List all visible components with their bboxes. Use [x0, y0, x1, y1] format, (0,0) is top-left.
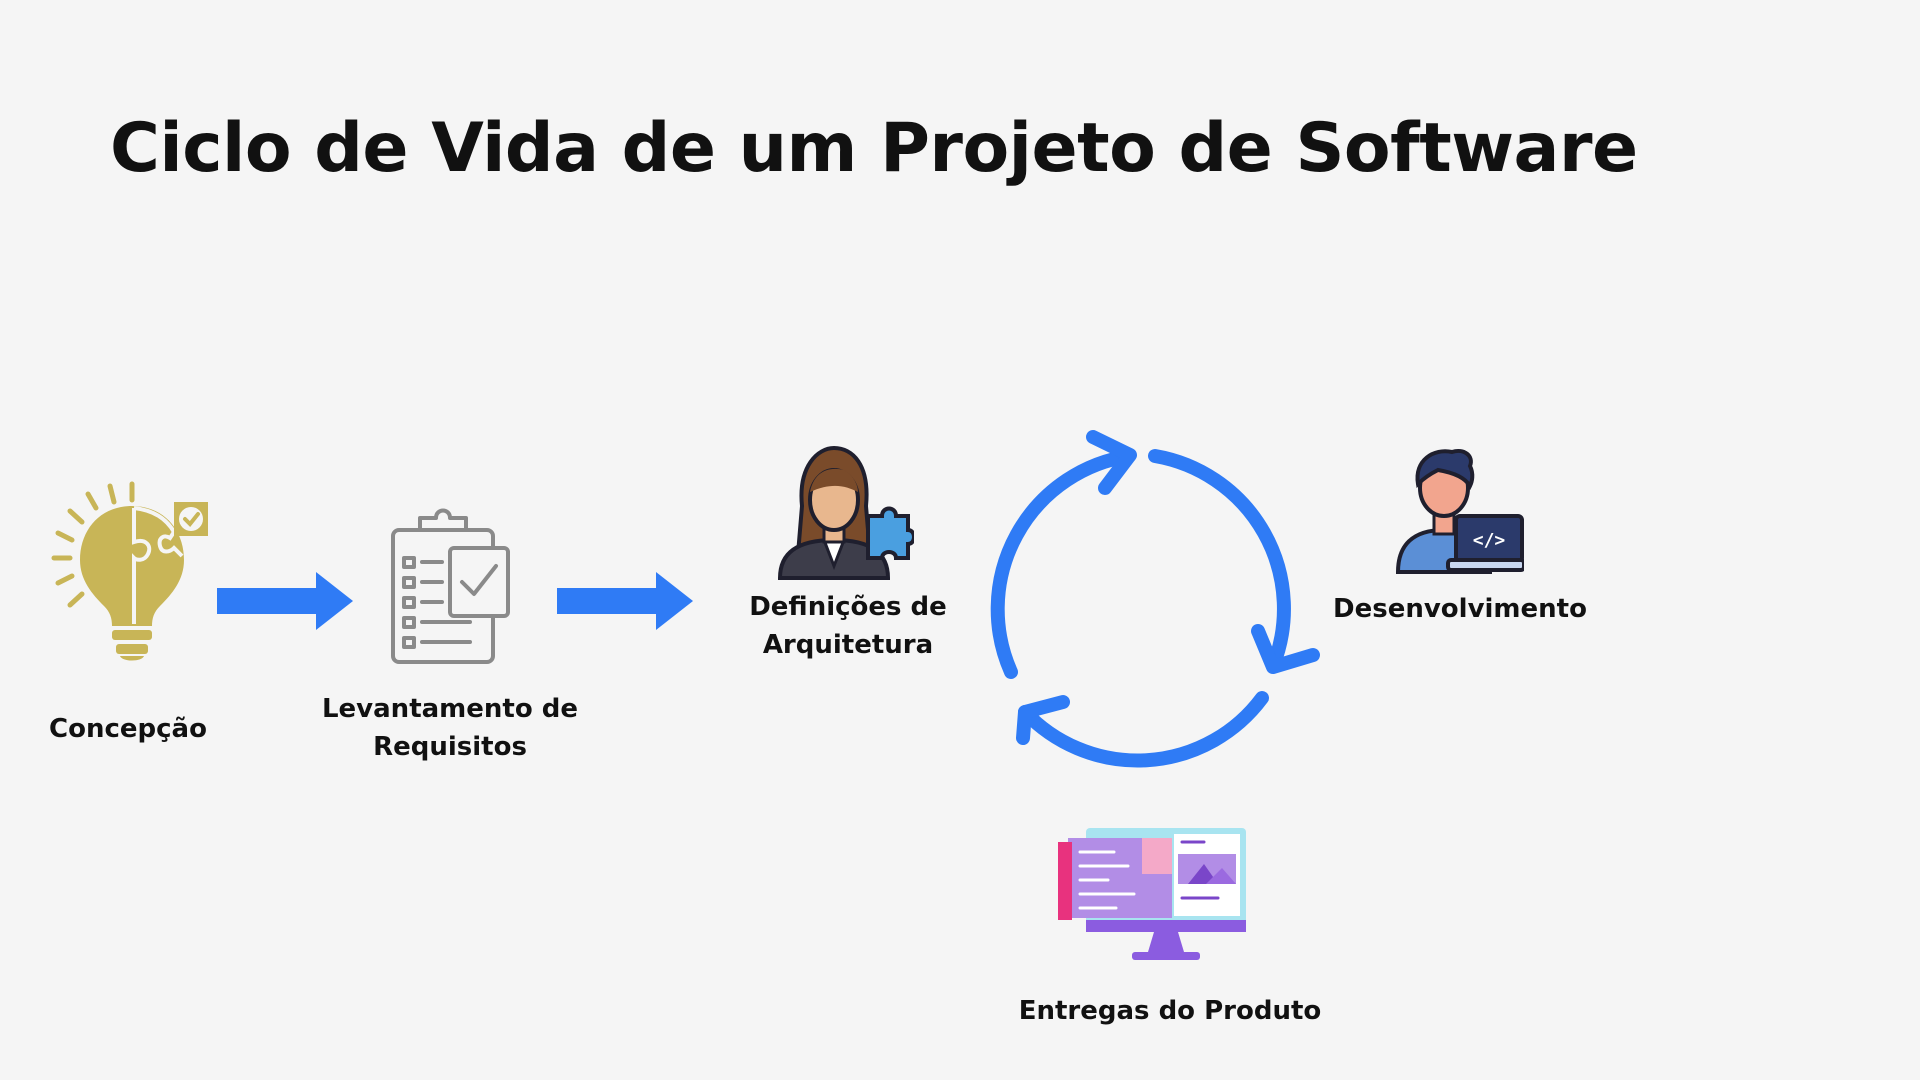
stage-label-line: Desenvolvimento — [1333, 594, 1587, 624]
stage-label-arquitetura: Definições de Arquitetura — [718, 588, 978, 664]
arrow-concepcao-to-requisitos — [217, 572, 353, 630]
lightbulb-puzzle-icon — [51, 481, 208, 661]
cycle-arrows-icon — [990, 430, 1320, 768]
monitor-product-icon — [1058, 828, 1246, 960]
page-title: Ciclo de Vida de um Projeto de Software — [110, 109, 1638, 188]
stage-label-concepcao: Concepção — [28, 710, 228, 748]
architect-person-icon — [778, 446, 914, 580]
stage-label-line: Levantamento de — [321, 694, 578, 724]
stage-label-entregas: Entregas do Produto — [1000, 992, 1340, 1030]
stage-label-line: Concepção — [49, 714, 207, 744]
stage-label-requisitos: Levantamento de Requisitos — [310, 690, 590, 766]
clipboard-checklist-icon — [391, 508, 510, 664]
stage-label-line: Requisitos — [373, 732, 527, 762]
svg-text:</>: </> — [1473, 530, 1506, 551]
stage-label-line: Entregas do Produto — [1018, 996, 1322, 1026]
stage-label-desenvolvimento: Desenvolvimento — [1320, 590, 1600, 628]
stage-label-line: Arquitetura — [762, 630, 934, 660]
arrow-requisitos-to-arquitetura — [557, 572, 693, 630]
stage-label-line: Definições de — [749, 592, 947, 622]
developer-laptop-icon: </> — [1395, 449, 1524, 574]
